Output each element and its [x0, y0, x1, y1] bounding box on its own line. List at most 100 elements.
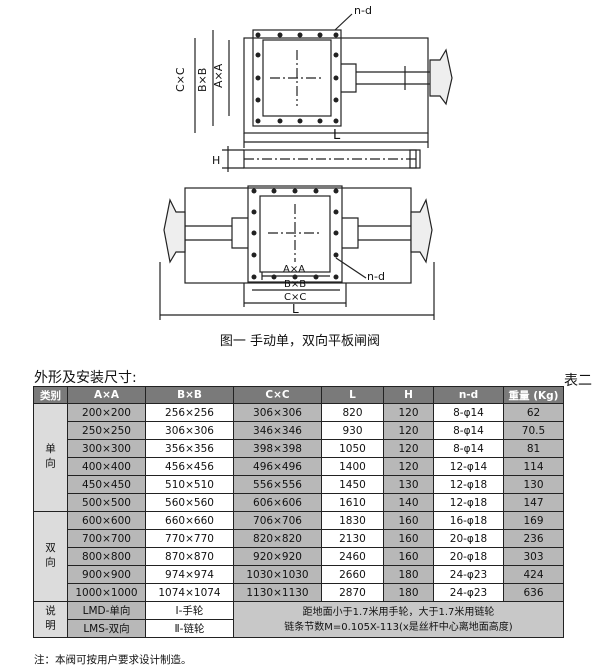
- table-cell: 510×510: [145, 475, 234, 494]
- notes-drive-1: Ⅰ-手轮: [145, 601, 234, 620]
- table-cell: 636: [503, 583, 564, 602]
- top-flange-outer: [252, 29, 342, 127]
- table-cell: 346×346: [233, 421, 322, 440]
- bottom-bolts: [251, 188, 339, 280]
- table-cell: 130: [383, 475, 434, 494]
- table-cell: 560×560: [145, 493, 234, 512]
- table-cell: 930: [321, 421, 384, 440]
- table-cell: 1030×1030: [233, 565, 322, 584]
- col-header-bb: B×B: [145, 386, 234, 404]
- table-cell: 236: [503, 529, 564, 548]
- footnote: 注：本阀可按用户要求设计制造。: [34, 654, 192, 666]
- table-cell: 600×600: [67, 511, 146, 530]
- table-cell: 12-φ18: [433, 475, 504, 494]
- bottom-flange-outer: [247, 185, 343, 283]
- table-header-row: 类别 A×A B×B C×C L H n-d 重量 (Kg): [33, 386, 564, 404]
- col-header-category: 类别: [33, 386, 68, 404]
- table-cell: 456×456: [145, 457, 234, 476]
- table-cell: 2870: [321, 583, 384, 602]
- table-cell: 450×450: [67, 475, 146, 494]
- table-cell: 180: [383, 583, 434, 602]
- table-cell: 160: [383, 529, 434, 548]
- label-h: H: [212, 154, 220, 167]
- table-cell: 974×974: [145, 565, 234, 584]
- table-cell: 706×706: [233, 511, 322, 530]
- table-cell: 606×606: [233, 493, 322, 512]
- table-cell: 8-φ14: [433, 421, 504, 440]
- table-cell: 1450: [321, 475, 384, 494]
- table-cell: 200×200: [67, 403, 146, 422]
- table-cell: 800×800: [67, 547, 146, 566]
- table-cell: 81: [503, 439, 564, 458]
- table-cell: 1130×1130: [233, 583, 322, 602]
- label-bb: B×B: [196, 68, 209, 92]
- table-number: 表二: [564, 373, 592, 389]
- table-cell: 12-φ14: [433, 457, 504, 476]
- table-cell: 424: [503, 565, 564, 584]
- table-cell: 160: [383, 511, 434, 530]
- table-cell: 70.5: [503, 421, 564, 440]
- table-cell: 303: [503, 547, 564, 566]
- table-cell: 1830: [321, 511, 384, 530]
- table-cell: 120: [383, 403, 434, 422]
- label-cc: C×C: [174, 67, 187, 92]
- table-cell: 496×496: [233, 457, 322, 476]
- notes-remark: 距地面小于1.7米用手轮，大于1.7米用链轮链条节数M=0.105X-113(x…: [233, 601, 564, 638]
- table-cell: 820: [321, 403, 384, 422]
- table-cell: 62: [503, 403, 564, 422]
- table-cell: 120: [383, 439, 434, 458]
- table-cell: 870×870: [145, 547, 234, 566]
- table-cell: 2660: [321, 565, 384, 584]
- table-cell: 130: [503, 475, 564, 494]
- table-cell: 1610: [321, 493, 384, 512]
- table-cell: 180: [383, 565, 434, 584]
- col-header-nd: n-d: [433, 386, 504, 404]
- notes-type-2: LMS-双向: [67, 619, 146, 638]
- label-nd-top: n-d: [354, 4, 372, 17]
- table-cell: 920×920: [233, 547, 322, 566]
- notes-drive-2: Ⅱ-链轮: [145, 619, 234, 638]
- table-cell: 16-φ18: [433, 511, 504, 530]
- col-header-h: H: [383, 386, 434, 404]
- gate-valve-drawing: n-d C×C B×B A×A L H A×A B×B C×C L n-d: [159, 4, 453, 320]
- table-cell: 147: [503, 493, 564, 512]
- table-cell: 660×660: [145, 511, 234, 530]
- col-header-cc: C×C: [233, 386, 322, 404]
- label-cc-bottom: C×C: [284, 292, 306, 303]
- notes-label: 说明: [33, 601, 68, 638]
- table-cell: 500×500: [67, 493, 146, 512]
- top-flange-inner: [262, 39, 332, 117]
- table-cell: 1400: [321, 457, 384, 476]
- table-cell: 1000×1000: [67, 583, 146, 602]
- col-header-aa: A×A: [67, 386, 146, 404]
- table-cell: 120: [383, 421, 434, 440]
- notes-remark-line1: 距地面小于1.7米用手轮，大于1.7米用链轮: [302, 606, 495, 618]
- label-l-bottom: L: [292, 302, 299, 316]
- label-aa: A×A: [212, 63, 225, 88]
- table-cell: 770×770: [145, 529, 234, 548]
- col-header-l: L: [321, 386, 384, 404]
- table-cell: 900×900: [67, 565, 146, 584]
- col-header-weight: 重量 (Kg): [503, 386, 564, 404]
- label-nd-bottom: n-d: [367, 270, 385, 283]
- table-cell: 356×356: [145, 439, 234, 458]
- table-cell: 700×700: [67, 529, 146, 548]
- table-cell: 20-φ18: [433, 547, 504, 566]
- table-cell: 300×300: [67, 439, 146, 458]
- bottom-flange-inner: [259, 195, 331, 273]
- table-cell: 398×398: [233, 439, 322, 458]
- table-cell: 1074×1074: [145, 583, 234, 602]
- table-cell: 140: [383, 493, 434, 512]
- table-cell: 20-φ18: [433, 529, 504, 548]
- table-cell: 250×250: [67, 421, 146, 440]
